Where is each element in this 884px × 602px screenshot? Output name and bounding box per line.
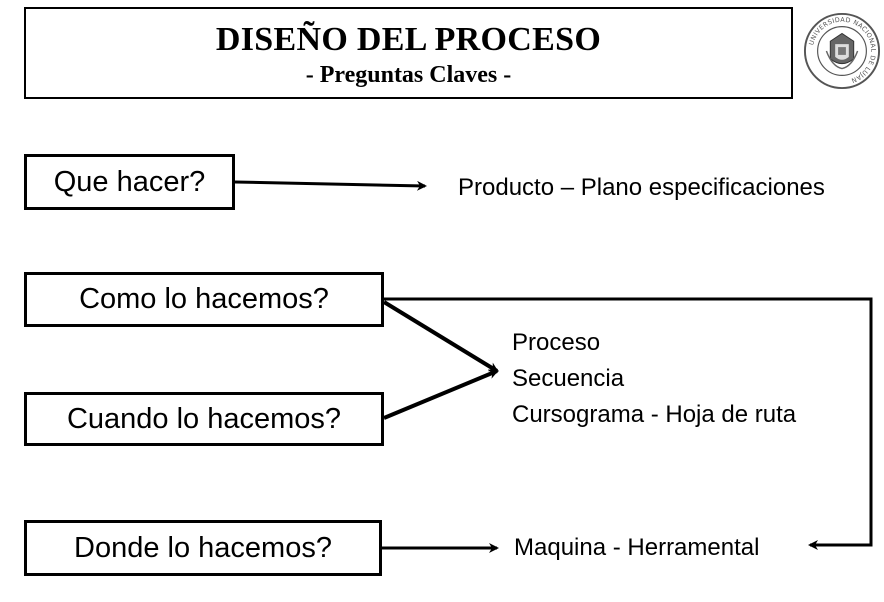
question-label: Que hacer? <box>53 165 206 198</box>
answer-producto: Producto – Plano especificaciones <box>458 174 825 201</box>
question-box-como: Como lo hacemos? <box>24 272 384 327</box>
arrow-cuando-to-proceso <box>383 369 499 420</box>
page-subtitle: - Preguntas Claves - <box>305 62 512 88</box>
question-label: Cuando lo hacemos? <box>66 402 342 435</box>
arrow-como-to-proceso <box>382 300 499 373</box>
answer-secuencia: Secuencia <box>512 365 625 392</box>
question-box-que-hacer: Que hacer? <box>24 154 235 210</box>
question-label: Como lo hacemos? <box>79 283 329 315</box>
answer-cursograma: Cursograma - Hoja de ruta <box>512 401 797 428</box>
question-box-cuando: Cuando lo hacemos? <box>24 392 384 446</box>
page-title: DISEÑO DEL PROCESO <box>215 21 602 58</box>
university-seal-logo: UNIVERSIDAD NACIONAL DE LUJAN <box>803 12 881 90</box>
question-box-donde: Donde lo hacemos? <box>24 520 382 576</box>
arrow-como-to-maquina <box>384 297 873 550</box>
arrow-que-to-producto <box>234 180 427 191</box>
question-label: Donde lo hacemos? <box>74 531 332 564</box>
title-box: DISEÑO DEL PROCESO - Preguntas Claves - <box>24 7 793 99</box>
answer-proceso: Proceso <box>512 329 601 356</box>
answer-maquina: Maquina - Herramental <box>514 534 760 561</box>
